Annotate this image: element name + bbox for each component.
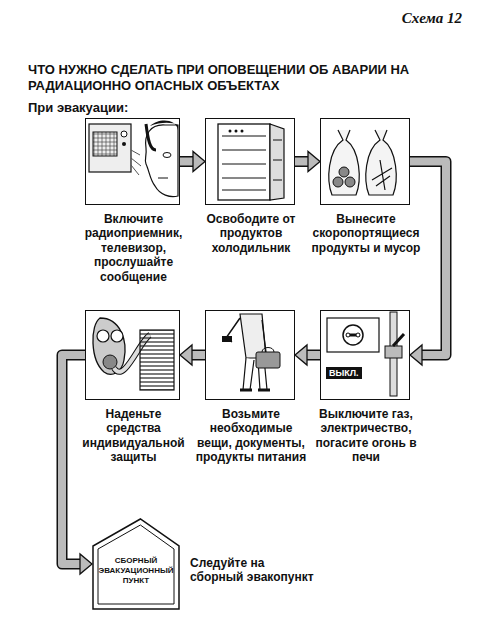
radio-illustration (89, 120, 178, 196)
section-heading: При эвакуации: (28, 100, 128, 115)
flow-band-outline (295, 156, 309, 167)
step-caption: Следуйте на сборный эвакопункт (190, 556, 320, 585)
assembly-point: СБОРНЫЙ ЭВАКУАЦИОННЫЙ ПУНКТСледуйте на с… (92, 518, 180, 610)
flow-arrow (410, 162, 446, 366)
belongings-step: Возьмите необходимые вещи, документы, пр… (205, 310, 295, 400)
protection-step: Наденьте средства индивидуальной защиты (85, 310, 180, 400)
flow-arrow (180, 152, 205, 172)
flow-band-outline (62, 355, 85, 564)
gasmask-illustration (93, 318, 174, 390)
switch-label: ВЫКЛ. (326, 367, 362, 379)
flow-band-outline (306, 350, 320, 361)
fridge-illustration (218, 124, 284, 200)
diagram-title: ЧТО НУЖНО СДЕЛАТЬ ПРИ ОПОВЕЩЕНИИ ОБ АВАР… (28, 62, 458, 95)
arrow-head (295, 345, 307, 365)
arrow-head (308, 152, 320, 172)
arrow-head (410, 345, 422, 365)
arrow-head (180, 345, 192, 365)
flow-band (295, 158, 309, 166)
step-caption: Наденьте средства индивидуальной защиты (78, 407, 190, 465)
trash-step: Вынесите скоропортящиеся продукты и мусо… (320, 118, 410, 205)
flow-arrow (295, 152, 320, 172)
step-caption: Включите радиоприемник, телевизор, просл… (78, 212, 190, 284)
flow-band-outline (191, 350, 205, 361)
flow-band (410, 162, 446, 356)
flow-arrow (295, 345, 320, 365)
sign-text: СБОРНЫЙ ЭВАКУАЦИОННЫЙ ПУНКТ (96, 556, 176, 586)
step-caption: Возьмите необходимые вещи, документы, пр… (195, 407, 307, 465)
person-illustration (222, 314, 280, 390)
flow-band (191, 351, 205, 359)
flow-band-outline (410, 162, 446, 356)
step-caption: Выключите газ, электричество, погасите о… (310, 407, 422, 465)
flow-band (62, 355, 85, 564)
flow-arrow (62, 355, 92, 574)
arrow-head (193, 152, 205, 172)
fridge-step: Освободите от продуктов холодильник (205, 118, 295, 205)
flow-arrow (180, 345, 205, 365)
step-caption: Освободите от продуктов холодильник (195, 212, 307, 255)
step-caption: Вынесите скоропортящиеся продукты и мусо… (310, 212, 422, 255)
switch-off-step: Выключите газ, электричество, погасите о… (320, 310, 410, 400)
arrow-head (80, 554, 92, 574)
flow-band (180, 158, 194, 166)
house-shape (93, 519, 179, 609)
flow-band (306, 351, 320, 359)
scheme-number: Схема 12 (402, 10, 462, 27)
flow-band-outline (180, 156, 194, 167)
radio-step: Включите радиоприемник, телевизор, просл… (85, 118, 180, 205)
switch-illustration (327, 312, 404, 396)
bags-illustration (329, 130, 396, 195)
